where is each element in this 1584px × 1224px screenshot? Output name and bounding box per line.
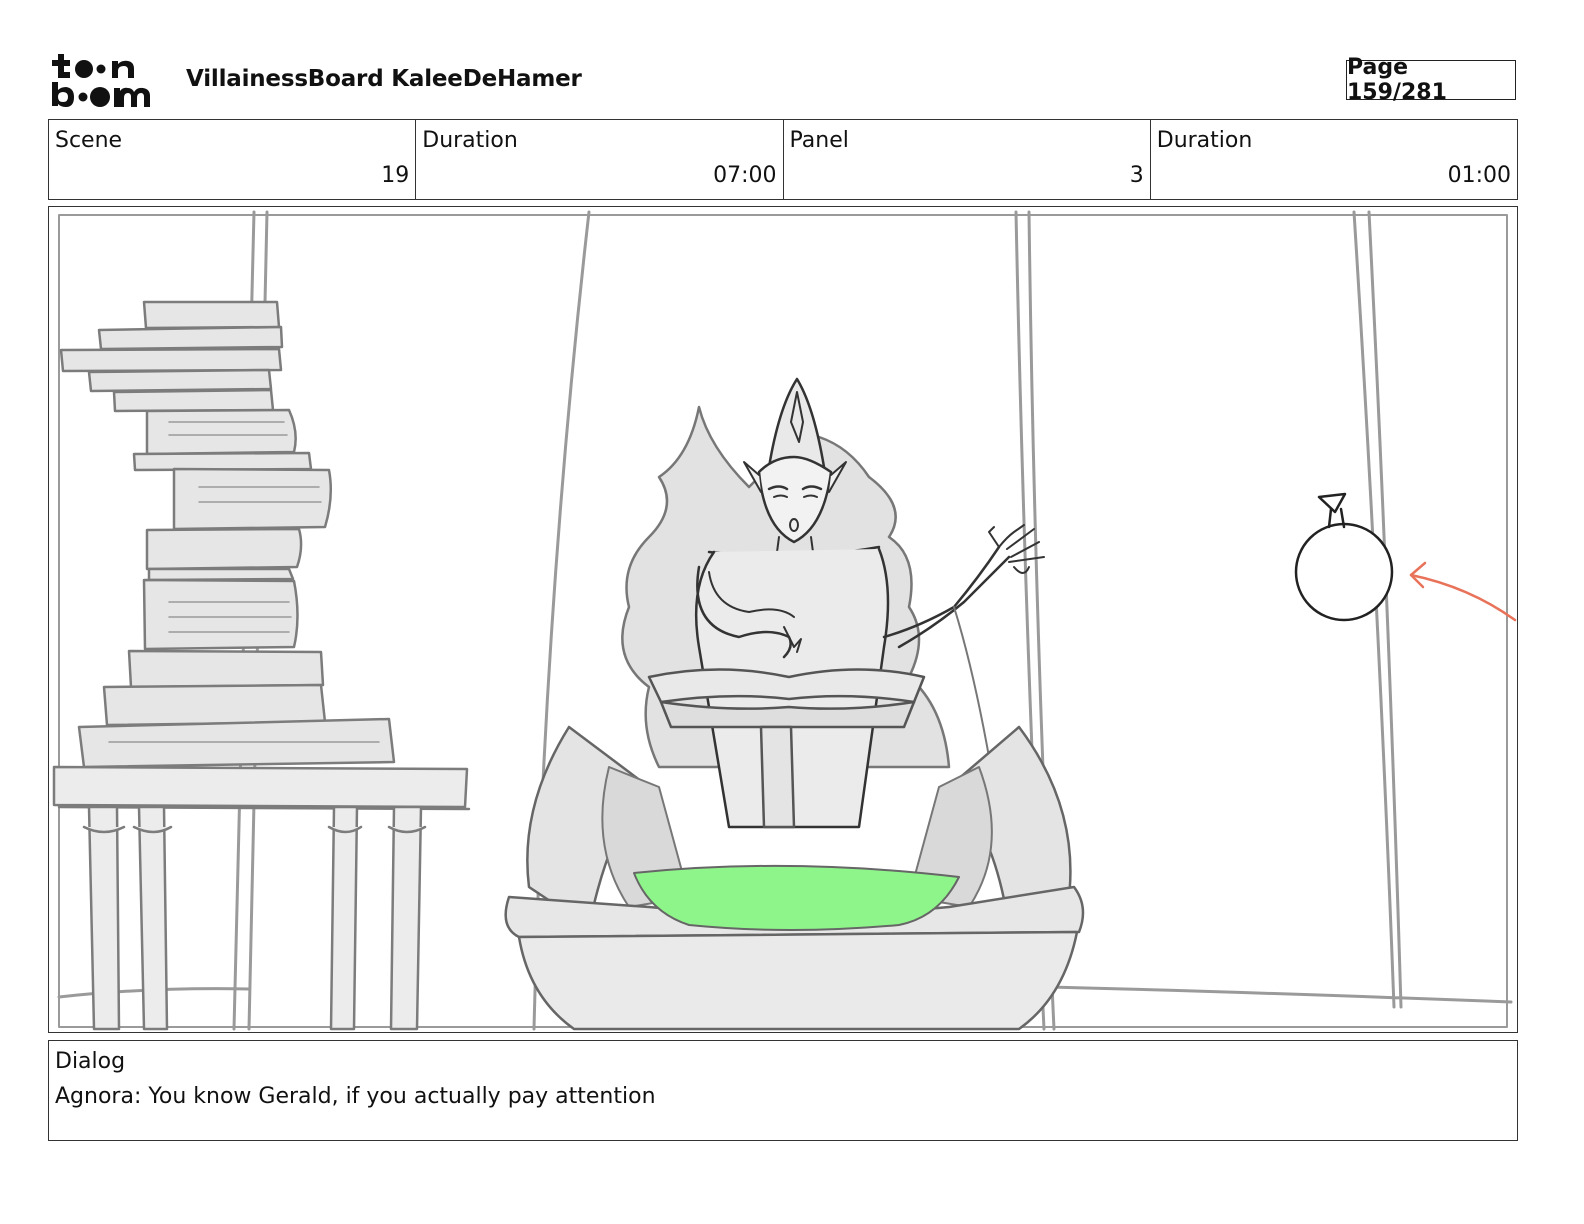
panel-cell: Panel 3	[784, 120, 1151, 199]
panel-value: 3	[1129, 163, 1144, 188]
scene-duration-cell: Duration 07:00	[416, 120, 784, 199]
side-table	[52, 765, 471, 1031]
panel-label: Panel	[789, 128, 849, 153]
storyboard-panel-image	[48, 206, 1518, 1033]
toon-boom-logo	[52, 52, 164, 110]
scene-value: 19	[381, 163, 410, 188]
scene-duration-value: 07:00	[713, 163, 777, 188]
panel-duration-cell: Duration 01:00	[1151, 120, 1517, 199]
scene-cell: Scene 19	[49, 120, 417, 199]
dialog-box: Dialog Agnora: You know Gerald, if you a…	[48, 1040, 1518, 1141]
motion-arrow-icon	[1409, 561, 1517, 622]
panel-duration-value: 01:00	[1447, 163, 1511, 188]
scene-duration-label: Duration	[422, 128, 518, 153]
panel-meta-row: Scene 19 Duration 07:00 Panel 3 Duration…	[48, 119, 1518, 200]
pomegranate-ornament	[1294, 492, 1394, 622]
board-title: VillainessBoard KaleeDeHamer	[186, 66, 582, 92]
panel-duration-label: Duration	[1156, 128, 1253, 153]
page-indicator: Page 159/281	[1346, 55, 1516, 105]
cauldron	[504, 725, 1085, 1031]
spell-book-lectern	[647, 668, 926, 829]
dialog-label: Dialog	[55, 1049, 126, 1074]
book-stack	[59, 300, 396, 769]
scene-label: Scene	[55, 128, 123, 153]
dialog-text: Agnora: You know Gerald, if you actually…	[55, 1084, 656, 1109]
